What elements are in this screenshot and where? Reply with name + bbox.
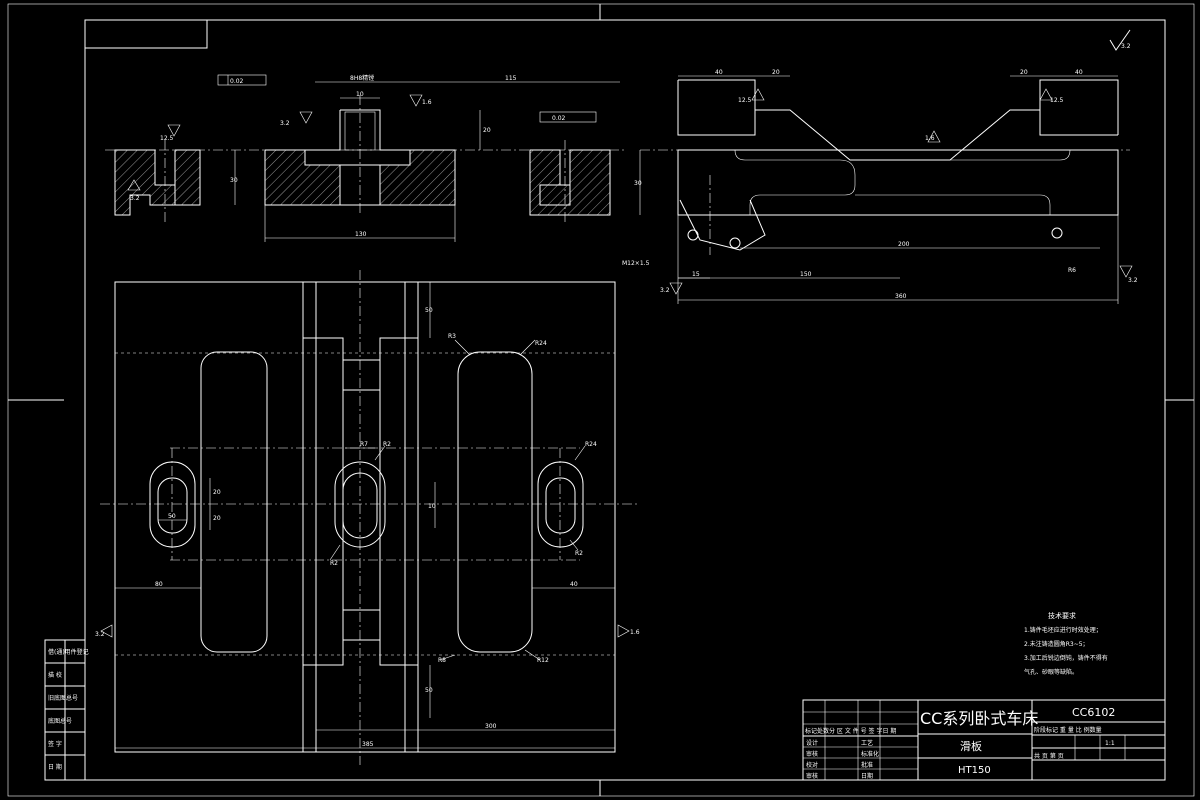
svg-text:20: 20 (213, 489, 221, 496)
svg-text:12.5: 12.5 (160, 135, 174, 142)
svg-text:R2: R2 (330, 560, 338, 567)
svg-text:50: 50 (425, 307, 433, 314)
role2-label-0: 工艺 (861, 739, 873, 747)
svg-text:12.5: 12.5 (738, 97, 752, 104)
svg-text:R24: R24 (585, 441, 597, 448)
svg-text:20: 20 (483, 127, 491, 134)
role2-label-3: 日期 (861, 772, 873, 780)
svg-text:80: 80 (155, 581, 163, 588)
svg-text:8H8精镗: 8H8精镗 (350, 74, 374, 82)
svg-text:20: 20 (772, 69, 780, 76)
svg-text:1.6: 1.6 (925, 135, 935, 142)
title-block: 标记处数分 区 文 件 号 签 字日 期 设计 审核 校对 审核 工艺 标准化 … (802, 699, 1166, 781)
role2-label-2: 批准 (861, 761, 873, 769)
tech-note-3: 3.加工后锐边倒钝，铸件不得有 (1024, 654, 1108, 662)
side-label-3: 底图总号 (48, 717, 72, 725)
material: HT150 (958, 765, 991, 776)
tech-note-4: 气孔、砂眼等缺陷。 (1024, 668, 1078, 676)
role-label-1: 审核 (806, 750, 818, 758)
role-label-3: 审核 (806, 772, 818, 780)
side-label-4: 签 字 (48, 740, 62, 748)
svg-text:20: 20 (1020, 69, 1028, 76)
svg-text:0.02: 0.02 (552, 115, 566, 122)
svg-text:12.5: 12.5 (1050, 97, 1064, 104)
svg-text:15: 15 (692, 271, 700, 278)
svg-text:3.2: 3.2 (280, 120, 290, 127)
svg-text:R24: R24 (535, 340, 547, 347)
tech-notes: 技术要求 1.铸件毛坯应进行时效处理； 2.未注铸造圆角R3~5； 3.加工后锐… (1024, 611, 1108, 676)
svg-text:3.2: 3.2 (1128, 277, 1138, 284)
reverse-drawing-no-box (84, 19, 208, 49)
scale: 1:1 (1105, 740, 1115, 747)
svg-text:40: 40 (715, 69, 723, 76)
tech-note-2: 2.未注铸造圆角R3~5； (1024, 640, 1089, 648)
svg-text:300: 300 (485, 723, 497, 730)
role2-label-1: 标准化 (861, 750, 879, 758)
tech-note-1: 1.铸件毛坯应进行时效处理； (1024, 626, 1102, 634)
svg-text:R12: R12 (537, 657, 549, 664)
svg-text:R2: R2 (383, 441, 391, 448)
svg-text:3.2: 3.2 (95, 631, 105, 638)
svg-text:385: 385 (362, 741, 374, 748)
svg-text:130: 130 (355, 231, 367, 238)
svg-text:R8: R8 (438, 657, 446, 664)
svg-text:3.2: 3.2 (1121, 43, 1131, 50)
part-name: 滑板 (960, 739, 982, 753)
svg-text:R7: R7 (360, 441, 368, 448)
svg-text:10: 10 (356, 91, 364, 98)
svg-text:R6: R6 (1068, 267, 1076, 274)
svg-text:360: 360 (895, 293, 907, 300)
svg-text:115: 115 (505, 75, 517, 82)
drawing-number: CC6102 (1072, 706, 1115, 719)
sheet-frame (7, 3, 1195, 797)
svg-text:40: 40 (1075, 69, 1083, 76)
side-label-2: 旧底图总号 (48, 694, 78, 702)
side-label-5: 日 期 (48, 763, 62, 771)
svg-text:0.02: 0.02 (230, 78, 244, 85)
front-view-right: 40 20 20 40 30 200 150 15 360 M12×1.5 R6… (622, 69, 1138, 304)
tech-notes-heading: 技术要求 (1048, 611, 1076, 620)
svg-text:R3: R3 (448, 333, 456, 340)
sheet-count: 共 页 第 页 (1034, 752, 1064, 760)
svg-text:M12×1.5: M12×1.5 (622, 260, 650, 267)
svg-text:1.6: 1.6 (422, 99, 432, 106)
role-label-2: 校对 (806, 761, 818, 769)
svg-text:3.2: 3.2 (660, 287, 670, 294)
svg-text:200: 200 (898, 241, 910, 248)
svg-text:1.6: 1.6 (630, 629, 640, 636)
svg-text:R2: R2 (575, 550, 583, 557)
svg-text:30: 30 (634, 180, 642, 187)
section-view-left: 130 8H8精镗 115 10 30 20 0.02 0.02 12.5 3.… (105, 74, 625, 242)
svg-text:150: 150 (800, 271, 812, 278)
role-label-0: 设计 (806, 739, 818, 747)
plan-view: 80 40 300 385 50 50 10 20 20 50 R7 R3 R2… (95, 270, 640, 765)
revision-header: 标记处数分 区 文 件 号 签 字日 期 (805, 727, 896, 735)
svg-text:3.2: 3.2 (130, 195, 140, 202)
side-label-0: 借(通)用件登记 (48, 648, 89, 656)
svg-text:40: 40 (570, 581, 578, 588)
svg-text:10: 10 (428, 503, 436, 510)
svg-text:20: 20 (213, 515, 221, 522)
side-label-1: 描 校 (48, 671, 62, 679)
product-name: CC系列卧式车床 (920, 709, 1038, 728)
corner-roughness: 3.2 (1109, 29, 1131, 51)
svg-text:50: 50 (425, 687, 433, 694)
svg-text:50: 50 (168, 513, 176, 520)
side-strip-table: 借(通)用件登记 描 校 旧底图总号 底图总号 签 字 日 期 (44, 639, 89, 781)
svg-text:30: 30 (230, 177, 238, 184)
stage-header: 阶段标记 重 量 比 例数量 (1034, 726, 1102, 734)
